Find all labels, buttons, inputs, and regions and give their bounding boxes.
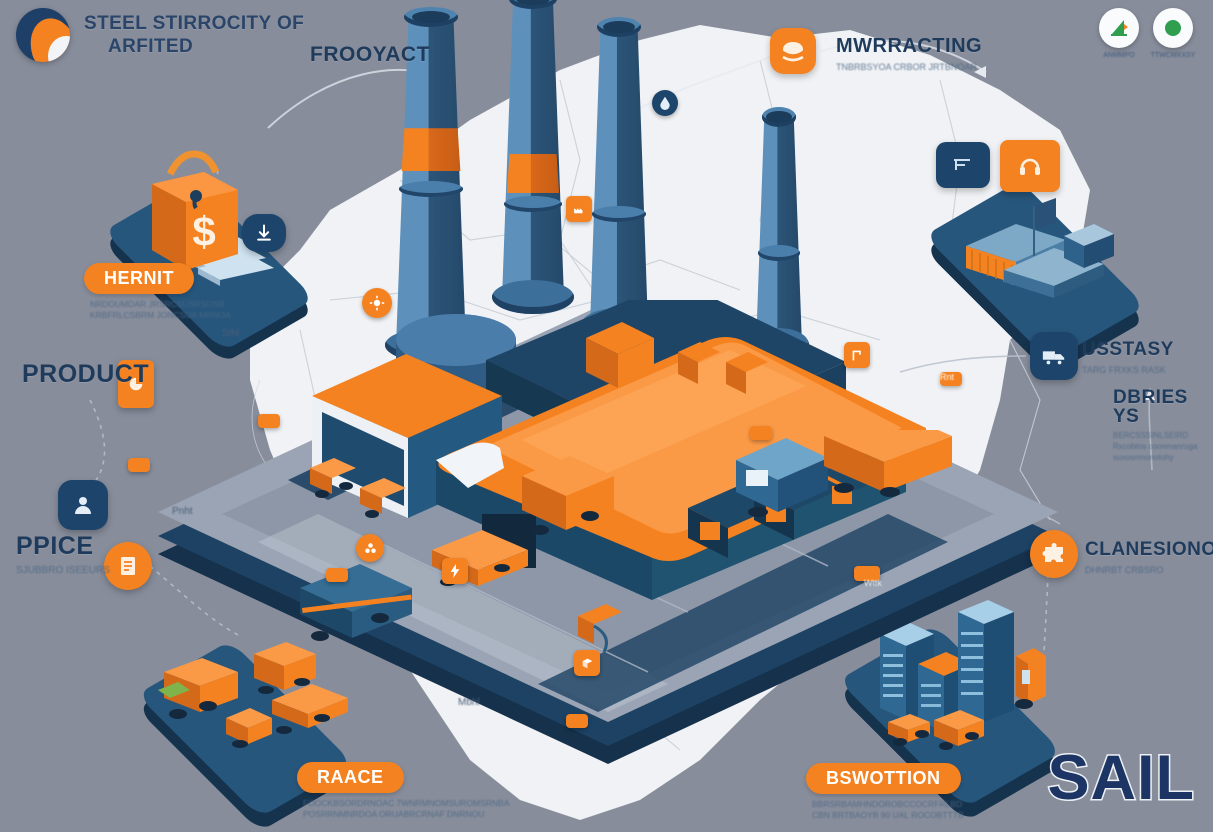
marker-factory-icon[interactable]	[566, 196, 592, 222]
map-city-label-1: Sthl	[222, 328, 240, 339]
marker-pin-icon[interactable]	[128, 458, 150, 472]
svg-text:$: $	[192, 208, 215, 255]
iso-certification-badge[interactable]: ANMMPO	[1099, 8, 1139, 59]
marker-bolt-icon[interactable]	[442, 558, 468, 584]
brand-title-line2: ARFITED	[108, 35, 194, 57]
label-bswottion-subtitle: BBRSRBAMHNDOROBCCOCRFRLBD CBN BRTBAOYB 9…	[812, 799, 964, 821]
download-arrow-icon[interactable]	[242, 214, 286, 252]
label-raace: RAACE FOOCKBSORDRNOAC 7WNRMNOMSUROMSRNBA…	[297, 762, 509, 821]
delivery-truck-group	[158, 642, 348, 748]
green-badge-caption: TTWCMXXSY	[1150, 52, 1196, 59]
iso-badge-caption: ANMMPO	[1103, 52, 1135, 59]
marker-crane-icon[interactable]	[844, 342, 870, 368]
yard-vehicles-group	[300, 430, 952, 653]
smokestack-2	[492, 0, 574, 314]
smokestack-3	[580, 17, 658, 342]
label-usstasy-title: USSTASY	[1082, 339, 1174, 360]
map-city-label-5: Wttk	[864, 578, 882, 588]
sail-wordmark: SAIL	[1046, 742, 1196, 815]
label-dbriesys-title: DBRIES YS	[1113, 387, 1188, 427]
platform-logistics-hub	[910, 140, 1160, 376]
label-frooyact-title: FROOYACT	[310, 43, 430, 66]
support-headset-icon[interactable]	[1000, 140, 1060, 192]
shipping-container-yard	[966, 198, 1114, 298]
label-hernit-subtitle: NRDOUMDAR JRSRCSUSRSOSR KRBFRLCSBRM JONC…	[90, 299, 231, 321]
label-dbriesys-subtitle: BERCSSSINLSEIRD Rxcobtos coonmanruga sux…	[1113, 431, 1198, 462]
label-dbriesys: DBRIES YS BERCSSSINLSEIRD Rxcobtos coonm…	[1113, 388, 1213, 463]
green-certification-badge[interactable]: TTWCMXXSY	[1151, 8, 1195, 59]
user-profile-icon[interactable]	[58, 480, 108, 530]
platform-pricing-bag: $	[96, 150, 336, 364]
label-raace-subtitle: FOOCKBSORDRNOAC 7WNRMNOMSUROMSRNBA POSRR…	[303, 798, 510, 820]
label-usstasy: USSTASY TARG FRXKS RASK	[1082, 340, 1174, 376]
label-frooyact: FROOYACT	[310, 44, 430, 65]
marker-droplet-icon[interactable]	[652, 90, 678, 116]
label-clanesiono: CLANESIONO DHNRBT CRBSRO	[1085, 540, 1213, 576]
marker-coil-icon[interactable]	[258, 414, 280, 428]
brand-header: STEEL STIRROCITY OF ARFITED	[16, 8, 304, 62]
platform-truck-fleet	[126, 608, 376, 832]
marker-tag-b-icon[interactable]	[940, 372, 962, 386]
label-clanesiono-title: CLANESIONO	[1085, 539, 1213, 560]
marker-slab-icon[interactable]	[854, 566, 880, 581]
map-city-label-4: Mbhl	[458, 697, 480, 708]
label-hernit: HERNIT NRDOUMDAR JRSRCSUSRSOSR KRBFRLCSB…	[84, 263, 231, 322]
label-bswottion: BSWOTTION BBRSRBAMHNDOROBCCOCRFRLBD CBN …	[806, 763, 964, 822]
marker-box-icon[interactable]	[574, 650, 600, 676]
marker-gear-icon[interactable]	[362, 288, 392, 318]
speech-bubble-icon[interactable]	[936, 142, 990, 188]
marker-recycle-icon[interactable]	[356, 534, 384, 562]
platform-construction	[826, 580, 1076, 822]
certification-badges: ANMMPO TTWCMXXSY	[1099, 8, 1195, 59]
label-raace-pill[interactable]: RAACE	[297, 762, 404, 793]
chart-card-icon[interactable]	[118, 360, 154, 408]
building-construction-scene	[880, 600, 1046, 750]
label-product-title: PRODUCT	[22, 360, 150, 388]
label-hernit-pill[interactable]: HERNIT	[84, 263, 194, 294]
brand-title-line1: STEEL STIRROCITY OF	[84, 12, 305, 34]
marker-tag-a-icon[interactable]	[750, 426, 772, 440]
sail-circle-logo-icon	[16, 8, 70, 62]
map-city-label-2: Pnht	[172, 506, 193, 517]
label-price-title: PPICE	[16, 532, 94, 560]
label-clanesiono-subtitle: DHNRBT CRBSRO	[1085, 565, 1164, 575]
marker-plate-icon[interactable]	[326, 568, 348, 582]
label-price: PPICE SJUBBRO ISEEURS	[16, 534, 110, 578]
layers-stack-icon[interactable]	[770, 28, 816, 74]
label-price-subtitle: SJUBBRO ISEEURS	[16, 565, 110, 576]
label-manufacturing-title: MWRRACTING	[836, 35, 983, 57]
label-manufacturing-subtitle: TNBRBSYOA CRBOR JRTBNOAR	[836, 62, 977, 72]
label-usstasy-subtitle: TARG FRXKS RASK	[1082, 365, 1166, 375]
puzzle-piece-icon[interactable]	[1030, 530, 1078, 578]
map-city-label-3: Rnt	[940, 372, 955, 382]
document-report-icon[interactable]	[104, 542, 152, 590]
truck-delivery-icon[interactable]	[1030, 332, 1078, 380]
label-product: PRODUCT	[22, 362, 149, 387]
label-bswottion-pill[interactable]: BSWOTTION	[806, 763, 961, 794]
marker-rail-icon[interactable]	[566, 714, 588, 728]
label-manufacturing: MWRRACTING TNBRBSYOA CRBOR JRTBNOAR	[836, 36, 982, 73]
price-bag-dollar-icon: $	[152, 150, 238, 270]
